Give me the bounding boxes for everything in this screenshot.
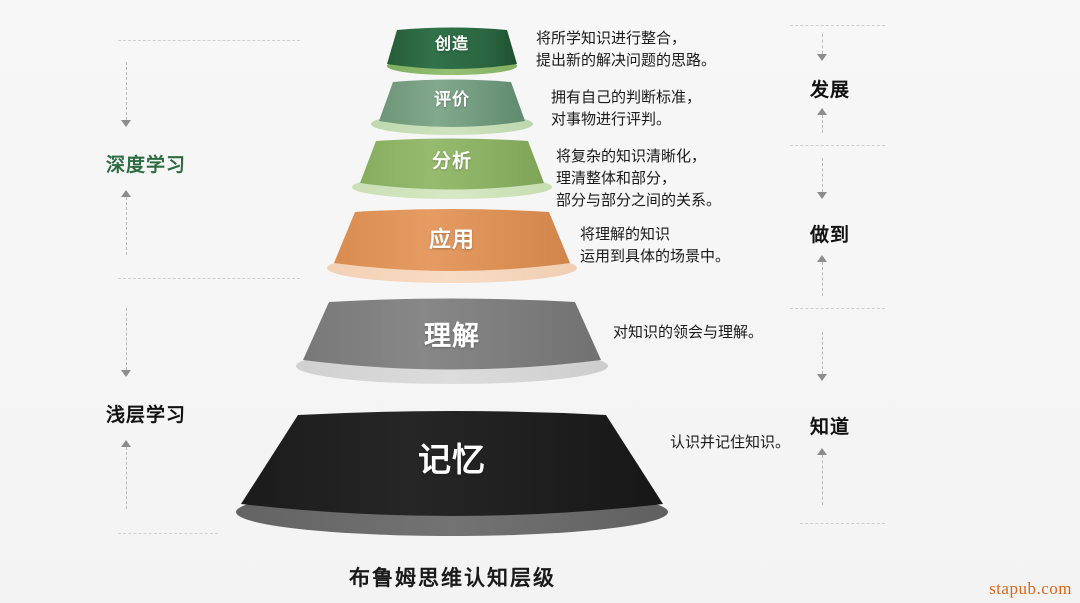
right-arrow-up-2 <box>817 255 827 262</box>
diagram-title: 布鲁姆思维认知层级 <box>349 567 556 590</box>
watermark-stapub: stapub.com <box>989 579 1072 598</box>
pyramid-label-understand: 理解 <box>424 321 480 351</box>
left-group-label-shallow-learning: 浅层学习 <box>106 405 187 426</box>
right-bracket-line-1 <box>790 25 885 26</box>
left-bracket-up-line-deep <box>126 197 127 255</box>
left-arrow-down-deep <box>121 120 131 127</box>
right-arrow-down-2 <box>817 192 827 199</box>
right-bracket-line-3 <box>790 308 885 309</box>
right-vline-up-3 <box>822 455 823 505</box>
description-analyze: 将复杂的知识清晰化， 理清整体和部分， 部分与部分之间的关系。 <box>556 148 722 209</box>
pyramid-label-evaluate: 评价 <box>434 90 470 109</box>
left-arrow-down-shallow <box>121 370 131 377</box>
right-vline-down-3 <box>822 332 823 374</box>
right-group-label-doit: 做到 <box>810 225 851 246</box>
pyramid-label-analyze: 分析 <box>431 151 472 172</box>
left-bracket-top-line <box>118 40 300 41</box>
right-arrow-up-3 <box>817 448 827 455</box>
left-group-label-deep-learning: 深度学习 <box>106 155 187 176</box>
right-vline-up-1 <box>822 115 823 133</box>
left-bracket-down-line-shallow <box>126 308 127 370</box>
left-bracket-mid-line <box>118 278 300 279</box>
pyramid-label-create: 创造 <box>434 36 469 53</box>
description-create: 将所学知识进行整合， 提出新的解决问题的思路。 <box>536 30 717 69</box>
description-evaluate: 拥有自己的判断标准， 对事物进行评判。 <box>551 89 702 128</box>
left-arrow-up-shallow <box>121 440 131 447</box>
pyramid-label-apply: 应用 <box>428 227 475 252</box>
description-apply: 将理解的知识 运用到具体的场景中。 <box>580 226 731 265</box>
description-remember: 认识并记住知识。 <box>670 434 791 451</box>
description-understand: 对知识的领会与理解。 <box>613 324 764 341</box>
right-arrow-down-3 <box>817 374 827 381</box>
right-vline-down-1 <box>822 34 823 54</box>
right-bracket-line-2 <box>790 145 885 146</box>
right-vline-up-2 <box>822 262 823 296</box>
right-arrow-down-1 <box>817 54 827 61</box>
right-vline-down-2 <box>822 158 823 192</box>
left-arrow-up-deep <box>121 190 131 197</box>
right-arrow-up-1 <box>817 108 827 115</box>
right-bracket-line-4 <box>800 523 885 524</box>
left-bracket-up-line-shallow <box>126 447 127 509</box>
left-bracket-down-line-deep <box>126 62 127 120</box>
left-bracket-bottom-line <box>118 533 218 534</box>
pyramid-label-remember: 记忆 <box>418 441 486 478</box>
right-group-label-develop: 发展 <box>810 80 851 101</box>
right-group-label-know: 知道 <box>810 417 851 438</box>
